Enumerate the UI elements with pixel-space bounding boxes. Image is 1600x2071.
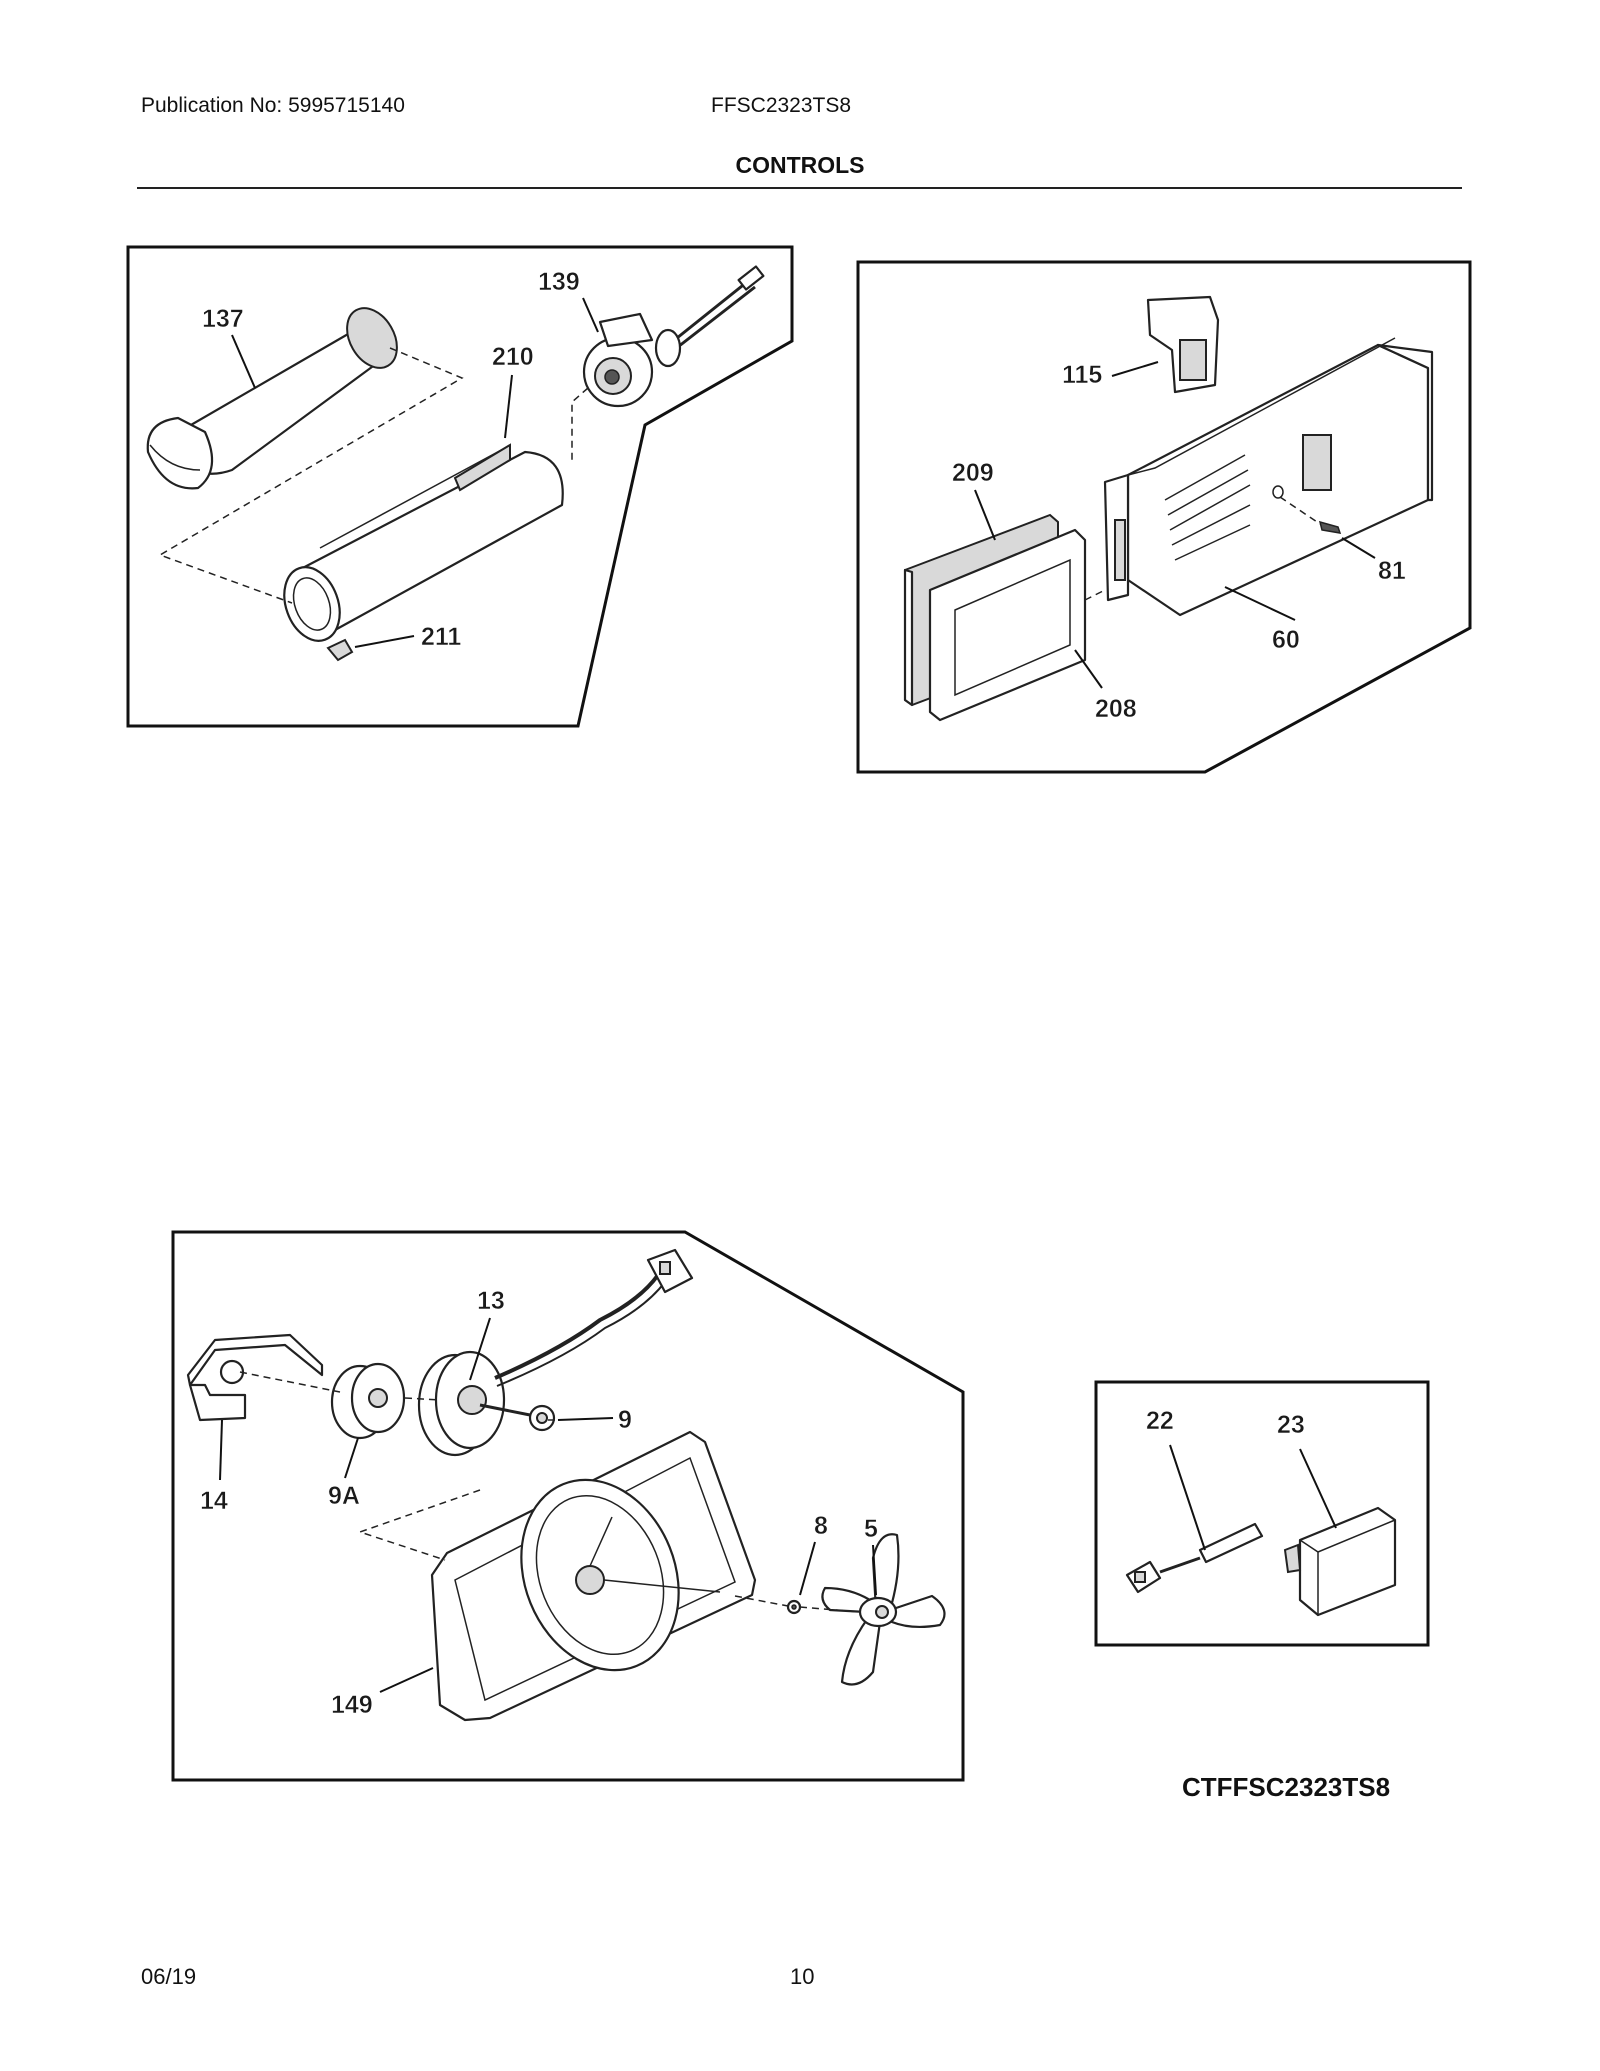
publication-number: Publication No: 5995715140 — [141, 94, 405, 117]
part-8-washer — [786, 1599, 802, 1615]
part-211-clip — [326, 638, 354, 662]
section-title: CONTROLS — [735, 152, 865, 178]
callout-14: 14 — [200, 1487, 228, 1515]
assembly-line — [158, 347, 464, 604]
callout-210: 210 — [492, 343, 534, 371]
callout-211: 211 — [421, 623, 461, 651]
part-5-fan-blade — [821, 1533, 946, 1686]
callout-149: 149 — [331, 1691, 373, 1719]
callout-209: 209 — [952, 459, 994, 487]
panel-fan-assembly: 13 9 14 9A 8 5 149 — [171, 1230, 965, 1782]
callout-23: 23 — [1277, 1411, 1305, 1439]
page-number: 10 — [790, 1964, 815, 1989]
panel-frame — [171, 1230, 965, 1782]
panel-frame — [126, 245, 794, 728]
assembly-line — [571, 387, 589, 460]
footer-date: 06/19 — [141, 1964, 197, 1989]
part-139-valve — [582, 265, 765, 408]
assembly-line — [239, 1371, 341, 1393]
assembly-line — [1279, 496, 1321, 525]
part-13-motor — [417, 1273, 666, 1457]
part-23-cover — [1283, 1506, 1397, 1617]
part-22-thermistor — [1125, 1522, 1264, 1594]
assembly-line — [357, 1489, 481, 1561]
callout-139: 139 — [538, 268, 580, 296]
part-9-nut — [528, 1404, 556, 1432]
callout-81: 81 — [1378, 557, 1406, 585]
diagram-code: CTFFSC2323TS8 — [1182, 1772, 1391, 1802]
callout-8: 8 — [814, 1512, 828, 1540]
part-60-housing — [1103, 337, 1434, 617]
callout-115: 115 — [1062, 361, 1102, 389]
model-number: FFSC2323TS8 — [711, 94, 852, 117]
part-9a-bushing — [330, 1362, 406, 1440]
header-rule — [137, 187, 1462, 189]
assembly-line — [734, 1595, 789, 1607]
callout-208: 208 — [1095, 695, 1137, 723]
callout-22: 22 — [1146, 1407, 1174, 1435]
part-149-shroud — [430, 1430, 757, 1722]
vent-slots — [1164, 454, 1251, 561]
part-208-frame — [928, 528, 1106, 722]
callout-9: 9 — [618, 1406, 632, 1434]
callout-60: 60 — [1272, 626, 1300, 654]
callout-5: 5 — [864, 1515, 878, 1543]
callout-13: 13 — [477, 1287, 505, 1315]
part-14-bracket — [186, 1333, 324, 1422]
part-137-cylinder — [146, 307, 398, 490]
callout-9a: 9A — [328, 1482, 360, 1510]
part-210-housing — [283, 443, 564, 642]
assembly-line — [404, 1397, 441, 1401]
callout-137: 137 — [202, 305, 244, 333]
part-115-switch — [1146, 295, 1220, 394]
panel-dispenser-tube: 137 139 210 211 — [126, 245, 794, 728]
panel-sensor: 22 23 — [1094, 1380, 1430, 1647]
panel-control-housing: 115 209 81 60 208 — [856, 260, 1472, 774]
motor-connector — [646, 1248, 694, 1294]
panel-frame — [1094, 1380, 1430, 1647]
part-81-screw — [1318, 520, 1342, 534]
assembly-line — [799, 1606, 861, 1613]
panel-frame — [856, 260, 1472, 774]
